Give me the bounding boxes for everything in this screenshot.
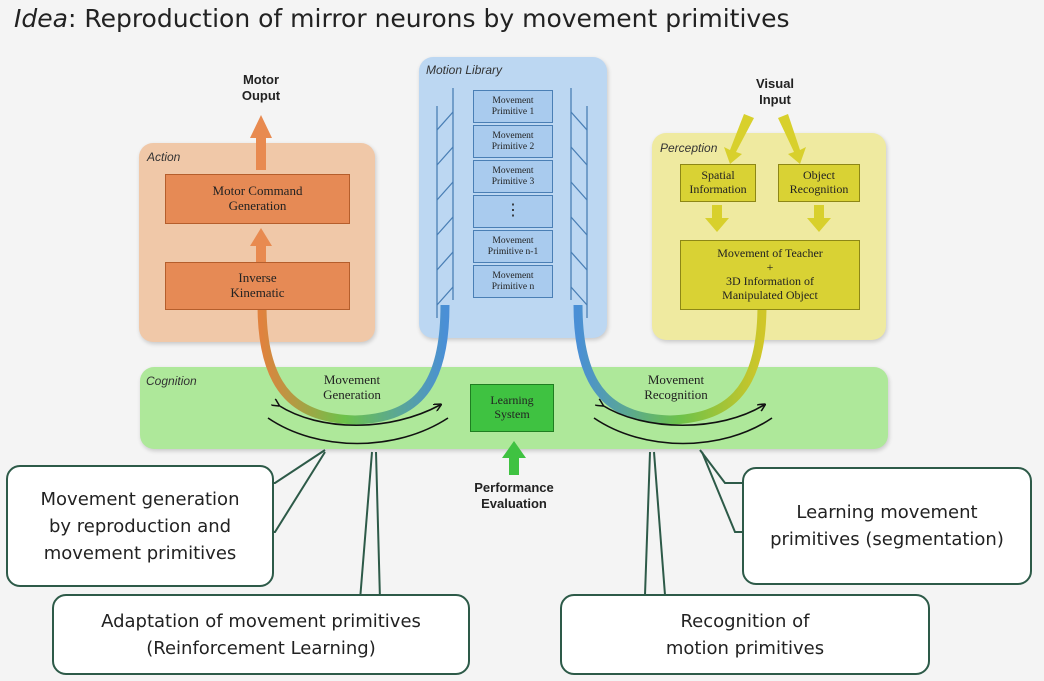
recognition-u-arc xyxy=(573,304,767,425)
callout-pointers xyxy=(245,449,742,601)
primitive-text: Movement Primitive 1 xyxy=(491,95,535,117)
primitive-text: Movement Primitive n xyxy=(491,270,535,292)
green-up-arrow xyxy=(502,441,526,475)
motor-output-label: Motor Ouput xyxy=(241,72,281,103)
primitive-box: Movement Primitive 1 xyxy=(473,90,553,123)
title-prefix: Idea xyxy=(14,4,68,33)
primitive-text: Movement Primitive 3 xyxy=(491,165,535,187)
motor-command-box: Motor Command Generation xyxy=(165,174,350,224)
callout-recognition: Recognition of motion primitives xyxy=(560,594,930,675)
performance-evaluation-label: Performance Evaluation xyxy=(474,480,554,511)
orange-arrows xyxy=(250,115,272,262)
primitive-text: ⋮ xyxy=(505,202,521,220)
primitive-text: Movement Primitive 2 xyxy=(491,130,535,152)
visual-input-label: Visual Input xyxy=(755,76,795,107)
inverse-kinematic-box: Inverse Kinematic xyxy=(165,262,350,310)
learning-system-box: Learning System xyxy=(470,384,554,432)
primitive-box: Movement Primitive 2 xyxy=(473,125,553,158)
callout-adaptation: Adaptation of movement primitives (Reinf… xyxy=(52,594,470,675)
callout-recognition-text: Recognition of motion primitives xyxy=(665,610,825,659)
page-title: Idea: Reproduction of mirror neurons by … xyxy=(14,4,790,33)
object-recognition-text: Object Recognition xyxy=(789,168,849,196)
learning-system-text: Learning System xyxy=(490,393,534,421)
cognition-label: Cognition xyxy=(146,374,197,388)
motor-command-text: Motor Command Generation xyxy=(212,183,303,213)
callout-movement-generation-text: Movement generation by reproduction and … xyxy=(40,488,240,564)
ladder-right xyxy=(570,88,588,318)
ladder-left xyxy=(436,88,454,318)
primitive-box: Movement Primitive n-1 xyxy=(473,230,553,263)
callout-learning-primitives-text: Learning movement primitives (segmentati… xyxy=(770,502,1004,550)
callout-movement-generation: Movement generation by reproduction and … xyxy=(6,465,274,587)
yellow-arrows xyxy=(705,114,831,232)
movement-generation-label: Movement Generation xyxy=(323,372,381,402)
teacher-information-box: Movement of Teacher + 3D Information of … xyxy=(680,240,860,310)
primitive-text: Movement Primitive n-1 xyxy=(487,235,539,257)
object-recognition-box: Object Recognition xyxy=(778,164,860,202)
teacher-information-text: Movement of Teacher + 3D Information of … xyxy=(717,246,823,302)
action-label: Action xyxy=(147,150,181,164)
callout-adaptation-text: Adaptation of movement primitives (Reinf… xyxy=(101,610,421,659)
title-text: : Reproduction of mirror neurons by move… xyxy=(67,4,790,33)
callout-learning-primitives: Learning movement primitives (segmentati… xyxy=(742,467,1032,585)
primitive-box: Movement Primitive 3 xyxy=(473,160,553,193)
spatial-information-text: Spatial Information xyxy=(689,168,747,196)
inverse-kinematic-text: Inverse Kinematic xyxy=(230,270,285,300)
primitive-box: ⋮ xyxy=(473,195,553,228)
spatial-information-box: Spatial Information xyxy=(680,164,756,202)
primitive-box: Movement Primitive n xyxy=(473,265,553,298)
generation-u-arc xyxy=(257,304,450,425)
movement-recognition-label: Movement Recognition xyxy=(644,372,708,402)
perception-label: Perception xyxy=(660,141,718,155)
motion-library-label: Motion Library xyxy=(426,63,503,77)
